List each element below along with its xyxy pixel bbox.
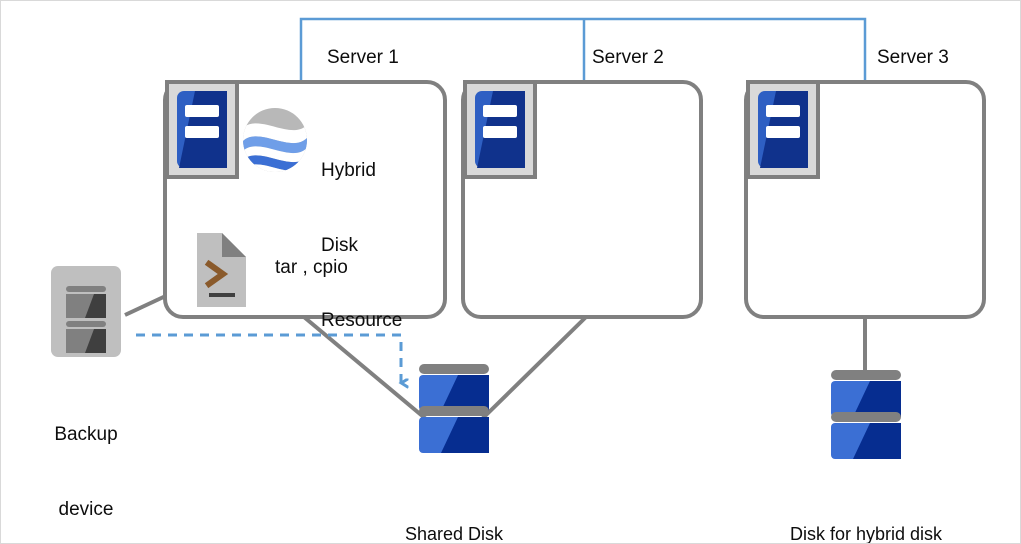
hybrid-disk-resource-line-1: Hybrid	[321, 160, 376, 181]
server-icon	[746, 80, 820, 179]
disk-stack-icon	[831, 370, 901, 459]
tar-cpio-label: tar , cpio	[275, 257, 348, 278]
shared-disk-line-1: Shared Disk	[404, 524, 504, 544]
server-3-title: Server 3	[877, 47, 949, 68]
server-2-title: Server 2	[592, 47, 664, 68]
backup-device-line-2: device	[58, 499, 114, 520]
shared-disk-label: Shared Disk for hybrid disk resource	[304, 472, 604, 544]
server-1-title: Server 1	[327, 47, 399, 68]
backup-device-icon	[51, 266, 121, 357]
connector-lines	[124, 284, 867, 421]
hybrid-disk-line-1: Disk for hybrid disk	[789, 524, 943, 544]
hybrid-disk-resource-line-3: Resource	[321, 310, 403, 331]
backup-device-line-1: Backup	[54, 424, 118, 445]
globe-sphere-icon	[243, 108, 307, 172]
hybrid-disk-resource-line-2: Disk	[321, 235, 358, 256]
backup-device-label: Backup device	[26, 372, 146, 543]
server-icon	[463, 80, 537, 179]
script-file-icon	[197, 233, 246, 307]
network-interconnect-lines	[299, 17, 867, 82]
disk-stack-icon	[419, 364, 489, 453]
server-icon	[165, 80, 239, 179]
hybrid-disk-label: Disk for hybrid disk resource	[741, 472, 991, 544]
backup-flow-arrow	[136, 333, 401, 383]
hybrid-disk-resource-label: Hybrid Disk Resource	[321, 108, 402, 383]
